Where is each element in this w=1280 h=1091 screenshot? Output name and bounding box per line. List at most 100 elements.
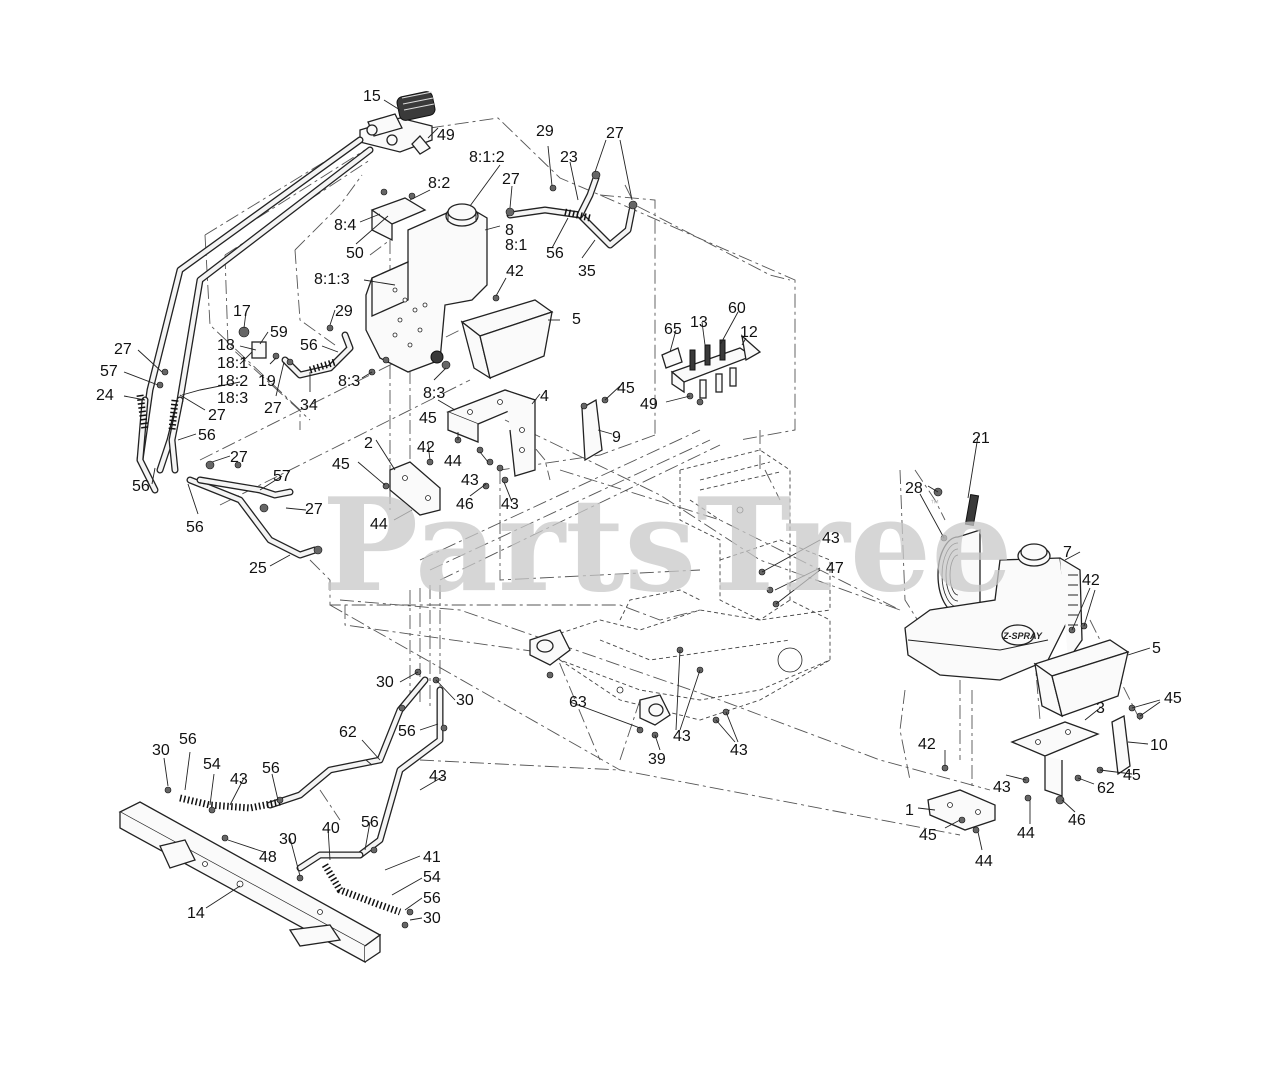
callout-label: 28 <box>905 480 923 497</box>
watermark: PartsTree ™ <box>322 471 1013 621</box>
callout-label: 45 <box>332 456 350 473</box>
callout-label: 56 <box>300 337 318 354</box>
callout-label: 56 <box>398 723 416 740</box>
callout-label: 43 <box>673 728 691 745</box>
valve-manifold <box>661 334 762 399</box>
basket-right <box>1033 639 1130 718</box>
callout-label: 40 <box>322 820 340 837</box>
callout-label: 56 <box>179 731 197 748</box>
callout-label: 44 <box>1017 825 1035 842</box>
callout-label: 5 <box>1152 640 1161 657</box>
assembly-guide-lines <box>199 117 1141 836</box>
callout-label: 56 <box>262 760 280 777</box>
callout-label: 56 <box>198 427 216 444</box>
callout-label: 18 <box>217 337 235 354</box>
callout-label: 43 <box>822 530 840 547</box>
callout-label: 45 <box>1164 690 1182 707</box>
callout-label: 43 <box>730 742 748 759</box>
watermark-trademark: ™ <box>930 498 939 508</box>
callout-label: 8:3 <box>338 373 360 390</box>
tank-mount-bracket <box>370 197 427 242</box>
callout-label: 57 <box>273 468 291 485</box>
callout-label: 54 <box>203 756 221 773</box>
callout-label: 44 <box>975 853 993 870</box>
line-art: Z-SPRAY <box>118 91 1161 964</box>
callout-label: 49 <box>640 396 658 413</box>
callout-label: 18:1 <box>217 355 248 372</box>
callout-label: 8:3 <box>423 385 445 402</box>
pump-assembly <box>359 91 436 155</box>
bracket-1 <box>927 789 996 831</box>
callout-label: 41 <box>423 849 441 866</box>
callout-label: 46 <box>1068 812 1086 829</box>
callout-label: 27 <box>606 125 624 142</box>
bracket-9 <box>581 398 603 462</box>
callout-label: 42 <box>1082 572 1100 589</box>
callout-label: 8 <box>505 222 514 239</box>
callout-label: 14 <box>187 905 205 922</box>
callout-label: 27 <box>502 171 520 188</box>
callout-label: 1 <box>905 802 914 819</box>
callout-label: 42 <box>417 439 435 456</box>
callout-label: 8:1 <box>505 237 527 254</box>
callout-label: 12 <box>740 324 758 341</box>
callout-label: 2 <box>364 435 373 452</box>
callout-label: 25 <box>249 560 267 577</box>
callout-label: 47 <box>826 560 844 577</box>
callout-label: 60 <box>728 300 746 317</box>
callout-label: 27 <box>264 400 282 417</box>
callout-label: 50 <box>346 245 364 262</box>
callout-label: 39 <box>648 751 666 768</box>
callout-label: 8:1:3 <box>314 271 350 288</box>
callout-label: 43 <box>993 779 1011 796</box>
leader-lines <box>123 99 1161 921</box>
tank-logo: Z-SPRAY <box>1002 631 1043 641</box>
callout-label: 35 <box>578 263 596 280</box>
callout-label: 7 <box>1063 544 1072 561</box>
callout-label: 24 <box>96 387 114 404</box>
callout-label: 29 <box>536 123 554 140</box>
callout-label: 3 <box>1096 700 1105 717</box>
callout-label: 8:4 <box>334 217 356 234</box>
callout-label: 34 <box>300 397 318 414</box>
callout-label: 56 <box>132 478 150 495</box>
right-tank: Z-SPRAY <box>904 543 1083 681</box>
callout-label: 56 <box>546 245 564 262</box>
chassis-frame <box>529 449 831 726</box>
bracket-2 <box>389 461 441 516</box>
callout-label: 62 <box>1097 780 1115 797</box>
callout-label: 54 <box>423 869 441 886</box>
callout-label: 18:3 <box>217 390 248 407</box>
callout-label: 63 <box>569 694 587 711</box>
hose-reel <box>937 493 981 614</box>
callouts: 15 49 29 27 23 8:1:2 8:2 27 8:4 8 8:1 50… <box>96 88 1182 927</box>
callout-label: 15 <box>363 88 381 105</box>
callout-label: 30 <box>423 910 441 927</box>
callout-label: 42 <box>918 736 936 753</box>
callout-label: 43 <box>461 472 479 489</box>
callout-label: 19 <box>258 373 276 390</box>
bracket-3 <box>1010 721 1100 797</box>
callout-label: 56 <box>423 890 441 907</box>
callout-label: 29 <box>335 303 353 320</box>
bracket-4 <box>446 389 537 477</box>
callout-label: 10 <box>1150 737 1168 754</box>
callout-label: 27 <box>305 501 323 518</box>
callout-label: 65 <box>664 321 682 338</box>
callout-label: 43 <box>429 768 447 785</box>
callout-label: 30 <box>152 742 170 759</box>
callout-label: 30 <box>456 692 474 709</box>
basket-left <box>460 299 554 380</box>
callout-label: 57 <box>100 363 118 380</box>
callout-label: 5 <box>572 311 581 328</box>
spray-boom <box>118 801 382 964</box>
callout-label: 56 <box>361 814 379 831</box>
main-tank <box>365 203 488 373</box>
callout-label: 59 <box>270 324 288 341</box>
callout-label: 21 <box>972 430 990 447</box>
callout-label: 23 <box>560 149 578 166</box>
callout-label: 45 <box>419 410 437 427</box>
callout-label: 17 <box>233 303 251 320</box>
callout-label: 27 <box>208 407 226 424</box>
